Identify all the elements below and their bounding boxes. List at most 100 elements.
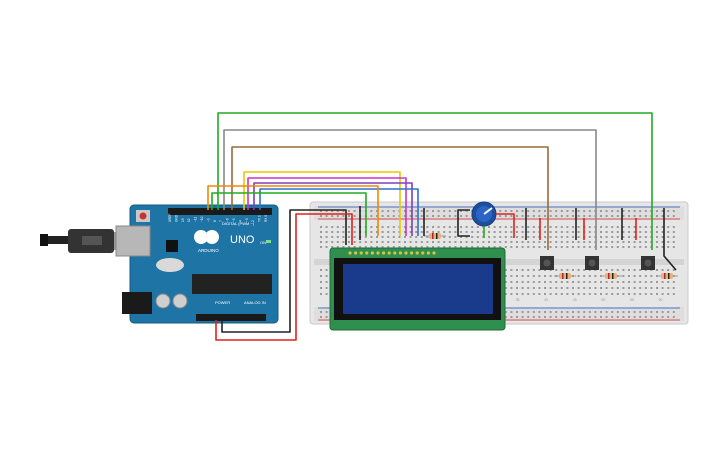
breadboard-hole <box>572 311 574 313</box>
lcd-16x2[interactable] <box>329 247 506 331</box>
resistor[interactable] <box>424 233 446 239</box>
breadboard-hole <box>516 269 518 271</box>
breadboard-hole <box>644 215 647 217</box>
breadboard-hole <box>644 226 647 228</box>
breadboard-hole <box>560 269 563 271</box>
breadboard-hole <box>432 241 434 243</box>
breadboard-hole <box>566 236 569 238</box>
breadboard-hole <box>544 281 546 283</box>
breadboard-hole <box>616 287 619 289</box>
breadboard-hole <box>656 231 658 233</box>
breadboard-hole <box>583 281 586 283</box>
breadboard-hole <box>527 275 530 277</box>
breadboard-hole <box>325 311 328 313</box>
breadboard-hole <box>544 231 546 233</box>
breadboard-hole <box>633 275 636 277</box>
breadboard-hole <box>583 287 586 289</box>
breadboard-hole <box>560 311 563 313</box>
breadboard-column-number: 50 <box>601 298 605 302</box>
breadboard-hole <box>633 231 636 233</box>
breadboard-hole <box>633 287 636 289</box>
breadboard-hole <box>661 269 664 271</box>
breadboard-hole <box>527 293 530 295</box>
capacitor <box>172 293 188 309</box>
breadboard-hole <box>504 241 507 243</box>
breadboard-hole <box>493 246 496 248</box>
breadboard-hole <box>336 231 339 233</box>
breadboard-hole <box>420 215 423 217</box>
breadboard-hole <box>633 281 636 283</box>
breadboard-hole <box>392 210 395 212</box>
breadboard-hole <box>622 210 625 212</box>
breadboard-hole <box>622 231 625 233</box>
breadboard-hole <box>521 281 524 283</box>
pushbutton[interactable] <box>641 256 655 270</box>
breadboard-hole <box>566 311 569 313</box>
breadboard-hole <box>661 226 664 228</box>
breadboard-hole <box>628 311 630 313</box>
lcd-pin <box>370 251 374 255</box>
lcd-pin <box>398 251 402 255</box>
breadboard-hole <box>672 287 675 289</box>
breadboard-hole <box>443 226 446 228</box>
breadboard-hole <box>404 241 406 243</box>
breadboard-hole <box>409 236 412 238</box>
pushbutton[interactable] <box>585 256 599 270</box>
breadboard-hole <box>325 281 328 283</box>
breadboard-hole <box>656 269 658 271</box>
breadboard-hole <box>521 316 524 318</box>
crystal <box>156 258 184 272</box>
lcd-pin <box>421 251 425 255</box>
breadboard-hole <box>566 210 569 212</box>
breadboard-hole <box>538 281 541 283</box>
breadboard-hole <box>376 215 378 217</box>
breadboard-hole <box>661 316 664 318</box>
breadboard-hole <box>432 210 434 212</box>
breadboard-hole <box>415 215 418 217</box>
power-label: POWER <box>215 300 230 305</box>
breadboard-hole <box>320 210 322 212</box>
breadboard-hole <box>656 316 658 318</box>
breadboard-hole <box>538 269 541 271</box>
breadboard-hole <box>572 246 574 248</box>
resistor[interactable] <box>656 273 678 279</box>
pushbutton[interactable] <box>540 256 554 270</box>
breadboard-hole <box>667 241 670 243</box>
breadboard-hole <box>577 281 580 283</box>
breadboard-hole <box>325 231 328 233</box>
breadboard-hole <box>622 311 625 313</box>
breadboard-hole <box>639 311 642 313</box>
breadboard-hole <box>544 236 546 238</box>
breadboard-hole <box>594 311 597 313</box>
breadboard-hole <box>320 281 322 283</box>
breadboard-hole <box>628 275 630 277</box>
breadboard-hole <box>667 215 670 217</box>
resistor[interactable] <box>554 273 576 279</box>
breadboard-hole <box>409 231 412 233</box>
lcd-pin <box>415 251 419 255</box>
breadboard-hole <box>661 293 664 295</box>
lcd-screen <box>343 264 493 314</box>
potentiometer[interactable] <box>471 201 497 227</box>
breadboard-hole <box>370 241 373 243</box>
breadboard-hole <box>409 246 412 248</box>
breadboard-hole <box>600 241 602 243</box>
arduino-uno[interactable]: UNO ARDUINO DIGITAL (PWM ~) POWER ANALOG… <box>115 204 279 324</box>
breadboard-hole <box>527 246 530 248</box>
breadboard-hole <box>532 241 535 243</box>
breadboard-hole <box>600 236 602 238</box>
breadboard-hole <box>588 236 591 238</box>
breadboard-hole <box>639 287 642 289</box>
breadboard-hole <box>600 269 602 271</box>
resistor[interactable] <box>600 273 622 279</box>
breadboard-column-number: 40 <box>544 298 548 302</box>
breadboard-hole <box>448 210 451 212</box>
breadboard-hole <box>639 231 642 233</box>
breadboard-hole <box>476 246 479 248</box>
breadboard-hole <box>577 287 580 289</box>
breadboard-hole <box>353 210 356 212</box>
breadboard-hole <box>577 226 580 228</box>
breadboard-hole <box>443 241 446 243</box>
breadboard-hole <box>532 246 535 248</box>
